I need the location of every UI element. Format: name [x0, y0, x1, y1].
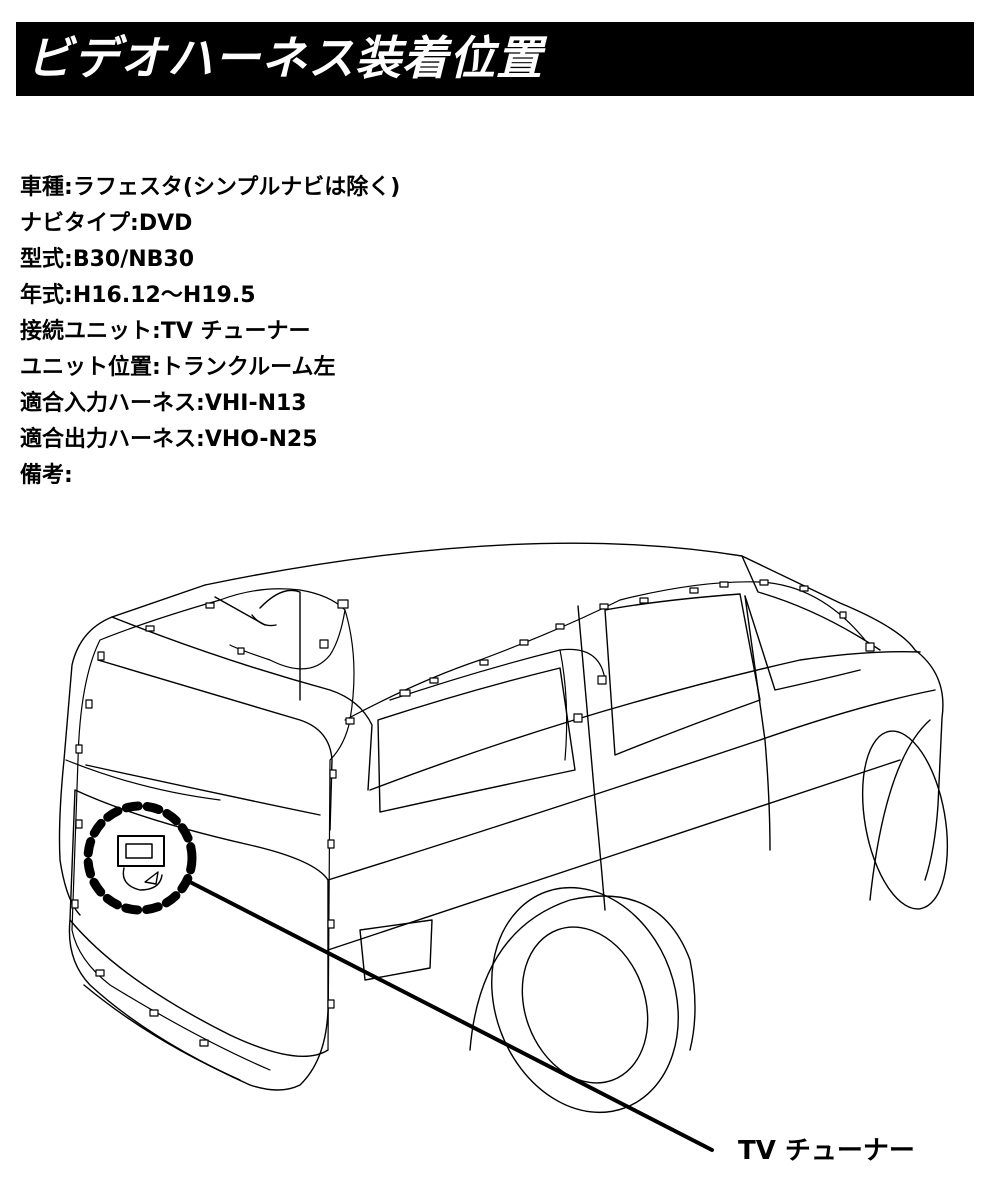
spec-row-input-harness: 適合入力ハーネス:VHI-N13	[20, 386, 400, 422]
unit-highlight-circle	[83, 801, 197, 915]
spec-label: 適合出力ハーネス	[20, 427, 197, 452]
spec-separator: :	[152, 355, 161, 380]
spec-value: B30/NB30	[72, 247, 195, 272]
callout-leader-line	[188, 880, 714, 1152]
spec-separator: :	[196, 427, 205, 452]
spec-label: 年式	[20, 283, 65, 308]
vehicle-illustration	[58, 542, 949, 1152]
spec-separator: :	[64, 463, 73, 488]
spec-value: トランクルーム左	[160, 355, 336, 380]
spec-label: 適合入力ハーネス	[20, 391, 197, 416]
vehicle-body-outline	[58, 542, 949, 1114]
spec-value: ラフェスタ(シンプルナビは除く)	[72, 175, 401, 200]
spec-row-unit: 接続ユニット:TV チューナー	[20, 314, 400, 350]
spec-label: 型式	[20, 247, 65, 272]
spec-label: 車種	[20, 175, 65, 200]
tv-tuner-unit	[117, 835, 165, 891]
wiring-harness	[65, 579, 875, 1071]
spec-value: H16.12～H19.5	[72, 283, 256, 308]
spec-separator: :	[64, 247, 73, 272]
spec-label: ユニット位置	[20, 355, 153, 380]
spec-list: 車種:ラフェスタ(シンプルナビは除く) ナビタイプ:DVD 型式:B30/NB3…	[20, 170, 400, 494]
spec-row-remarks: 備考:	[20, 458, 400, 494]
spec-separator: :	[152, 319, 161, 344]
spec-row-nav-type: ナビタイプ:DVD	[20, 206, 400, 242]
spec-label: ナビタイプ	[20, 211, 131, 236]
callout-label-tv-tuner: TV チューナー	[738, 1136, 915, 1166]
spec-value: TV チューナー	[160, 319, 311, 344]
page-title: ビデオハーネス装着位置	[26, 31, 543, 85]
spec-label: 備考	[20, 463, 65, 488]
spec-row-year: 年式:H16.12～H19.5	[20, 278, 400, 314]
spec-value: DVD	[138, 211, 193, 236]
spec-separator: :	[130, 211, 139, 236]
spec-value: VHO-N25	[204, 427, 318, 452]
spec-row-output-harness: 適合出力ハーネス:VHO-N25	[20, 422, 400, 458]
spec-label: 接続ユニット	[20, 319, 153, 344]
spec-row-type-code: 型式:B30/NB30	[20, 242, 400, 278]
spec-separator: :	[64, 283, 73, 308]
spec-value: VHI-N13	[204, 391, 307, 416]
spec-row-model: 車種:ラフェスタ(シンプルナビは除く)	[20, 170, 400, 206]
title-bar: ビデオハーネス装着位置	[16, 22, 974, 96]
spec-row-unit-position: ユニット位置:トランクルーム左	[20, 350, 400, 386]
spec-separator: :	[196, 391, 205, 416]
spec-separator: :	[64, 175, 73, 200]
